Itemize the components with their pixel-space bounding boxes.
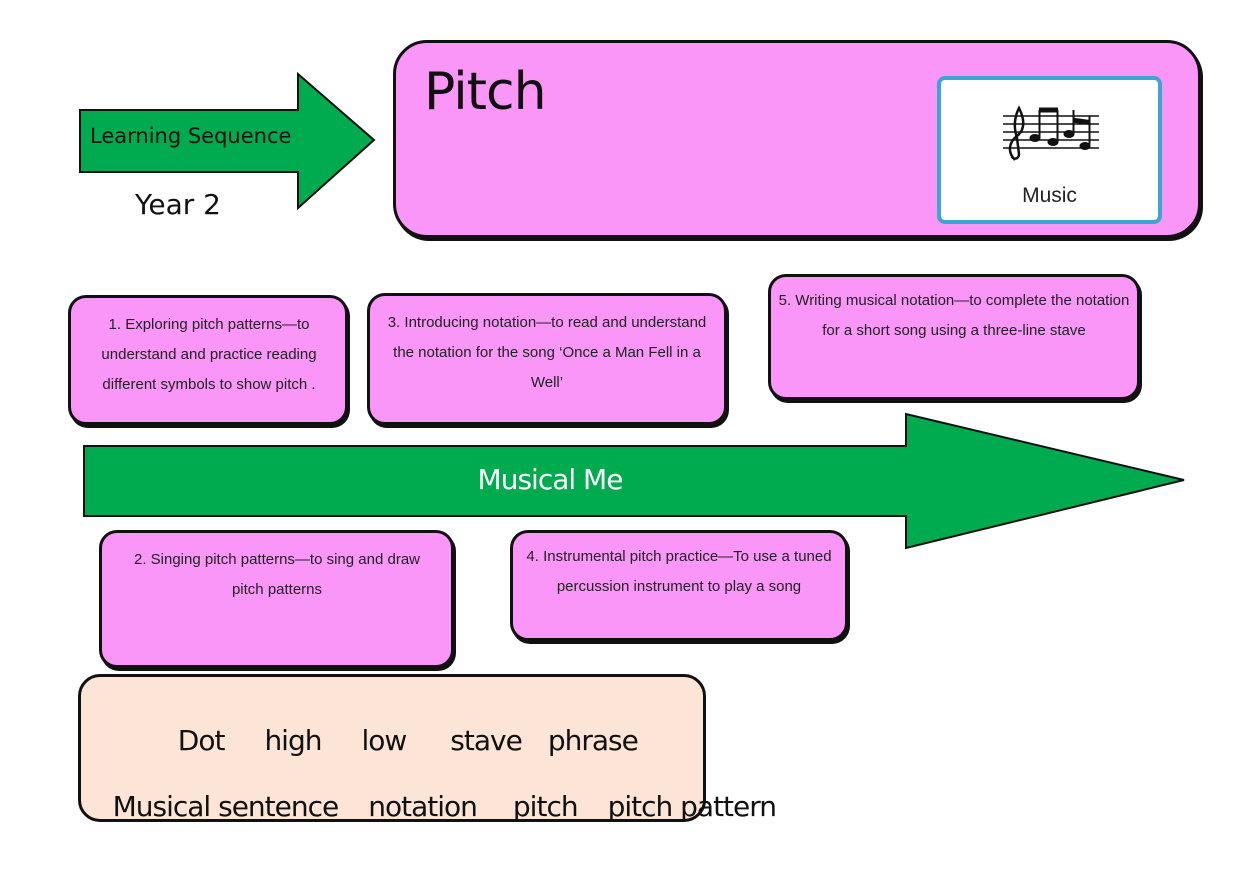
- step-text-3: 3. Introducing notation—to read and unde…: [387, 314, 707, 391]
- timeline-label: Musical Me: [477, 463, 624, 496]
- step-text-4: 4. Instrumental pitch practice—To use a …: [526, 548, 832, 595]
- music-label: Music: [1022, 184, 1077, 207]
- step-text-5: 5. Writing musical notation—to complete …: [778, 292, 1130, 339]
- vocab-word: pitch: [512, 790, 579, 823]
- vocab-word: low: [361, 724, 407, 757]
- vocab-word: pitch pattern: [607, 790, 777, 823]
- vocab-word: phrase: [547, 724, 639, 757]
- timeline-arrow: [83, 412, 1185, 550]
- vocabulary-row-2: Musical sentence notation pitch pitch patte…: [81, 757, 777, 856]
- vocab-word: Musical sentence: [112, 790, 340, 823]
- vocabulary-panel: Dot high low stave phrase Musical sentence no…: [78, 674, 777, 823]
- learning-sequence-label: Learning Sequence: [90, 124, 292, 148]
- year-label: Year 2: [135, 188, 221, 221]
- step-card-4: [510, 530, 848, 641]
- step-card-5: [768, 274, 1140, 400]
- vocab-word: high: [264, 724, 322, 757]
- step-card-1: [68, 295, 348, 425]
- music-notes-icon: [1003, 105, 1099, 161]
- page-title: Pitch: [424, 62, 547, 122]
- music-subject-card: Music: [937, 76, 1162, 224]
- learning-sequence-arrow: [79, 72, 376, 210]
- vocabulary-row-1: Dot high low stave phrase: [81, 691, 703, 790]
- vocab-word: stave: [450, 724, 523, 757]
- step-text-2: 2. Singing pitch patterns—to sing and dr…: [133, 551, 420, 598]
- vocab-word: notation: [368, 790, 478, 823]
- step-card-3: [367, 293, 727, 425]
- step-card-2: [99, 530, 454, 668]
- step-text-1: 1. Exploring pitch patterns—to understan…: [101, 316, 317, 393]
- vocab-word: Dot: [177, 724, 226, 757]
